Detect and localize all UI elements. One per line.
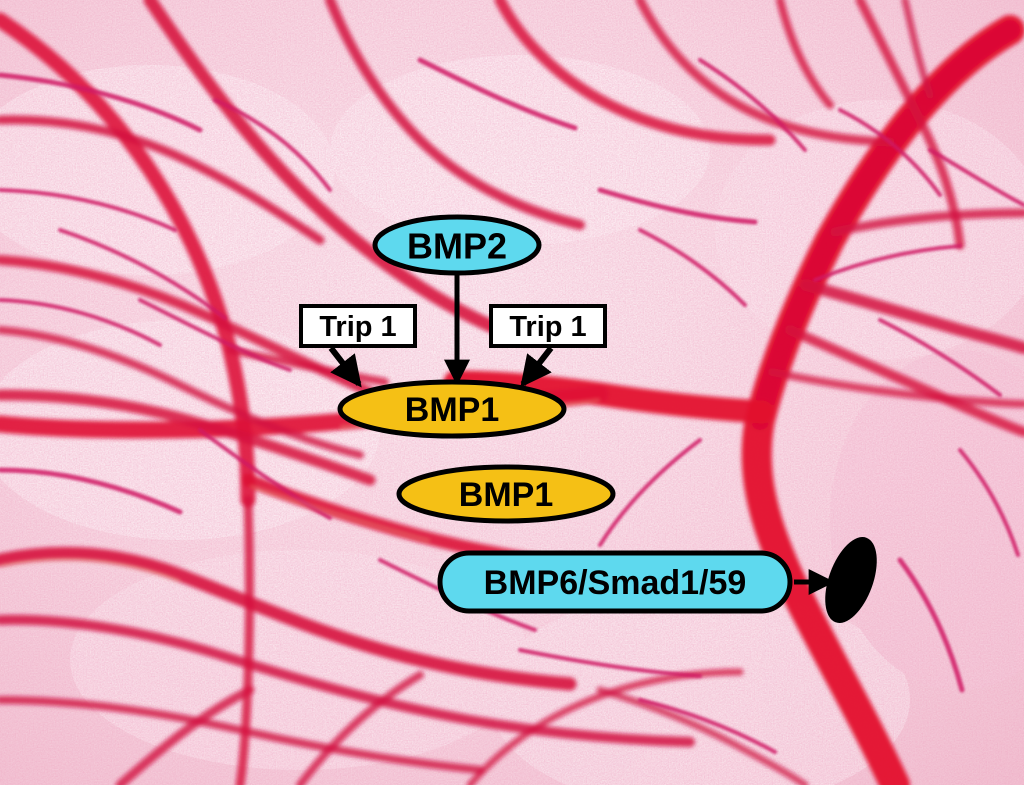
arrow-trip1-left-to-bmp1 (328, 346, 362, 388)
node-bmp2[interactable]: BMP2 (372, 214, 542, 276)
node-trip1-left[interactable]: Trip 1 (299, 304, 417, 348)
arrow-trip1-right-to-bmp1 (520, 346, 554, 388)
node-bmp6-smad[interactable]: BMP6/Smad1/59 (437, 550, 793, 614)
node-bmp1-upper-label: BMP1 (405, 391, 499, 429)
vessel-marker-icon (825, 537, 877, 623)
node-bmp1-upper[interactable]: BMP1 (337, 379, 567, 439)
node-trip1-left-label: Trip 1 (319, 311, 396, 343)
node-trip1-right-shape (489, 304, 607, 348)
node-bmp1-upper-shape (337, 379, 567, 439)
node-bmp6-smad-shape (437, 550, 793, 614)
node-trip1-right-label: Trip 1 (509, 311, 586, 343)
node-bmp6-smad-label: BMP6/Smad1/59 (484, 564, 747, 602)
node-bmp1-lower[interactable]: BMP1 (396, 464, 616, 524)
node-bmp2-shape (372, 214, 542, 276)
node-trip1-left-shape (299, 304, 417, 348)
node-bmp1-lower-label: BMP1 (459, 476, 553, 514)
node-bmp2-label: BMP2 (407, 226, 507, 267)
node-bmp1-lower-shape (396, 464, 616, 524)
node-trip1-right[interactable]: Trip 1 (489, 304, 607, 348)
